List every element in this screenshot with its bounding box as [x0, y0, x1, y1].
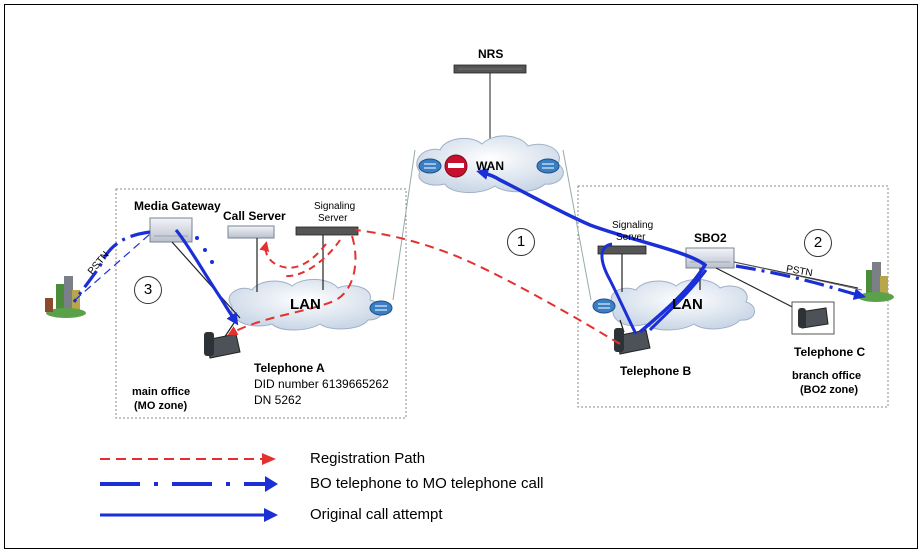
bo-lan-cloud — [610, 279, 755, 331]
media-gateway-label: Media Gateway — [134, 199, 221, 213]
mo-signaling-server-icon — [295, 226, 359, 236]
mo-zone-label-2: (MO zone) — [134, 400, 188, 412]
bo-signaling-label-1: Signaling — [612, 220, 654, 231]
legend-original-call: Original call attempt — [310, 506, 443, 523]
telephone-a-dn: DN 5262 — [254, 393, 302, 407]
telephone-c-icon — [791, 301, 835, 335]
sbo2-server-icon — [685, 247, 735, 269]
mo-lan-cloud — [228, 279, 383, 331]
call-server-label: Call Server — [223, 209, 286, 223]
diagram-frame — [4, 4, 918, 549]
step-2-badge: 2 — [804, 229, 832, 257]
telephone-a-did: DID number 6139665262 — [254, 377, 389, 391]
mo-building-icon — [45, 276, 86, 318]
blocked-stop-icon — [444, 154, 468, 178]
bo-lan-label: LAN — [672, 296, 703, 313]
mo-zone-label-1: main office — [132, 386, 191, 398]
nrs-label: NRS — [478, 47, 504, 61]
mo-lan-label: LAN — [290, 296, 321, 313]
bo-zone-label-2: (BO2 zone) — [800, 384, 859, 396]
wan-label: WAN — [476, 159, 504, 173]
main-office-zone — [115, 188, 407, 419]
bo-signaling-label-2: Server — [616, 232, 646, 243]
telephone-b-label: Telephone B — [620, 364, 692, 378]
sbo2-label: SBO2 — [694, 231, 727, 245]
mo-lan-router-icon — [369, 300, 393, 316]
telephone-a-icon — [204, 332, 241, 359]
telephone-c-label: Telephone C — [794, 345, 866, 359]
wan-router-right-icon — [536, 158, 560, 174]
bo-zone-label-1: branch office — [792, 370, 862, 382]
legend-bo-to-mo-call: BO telephone to MO telephone call — [310, 475, 544, 492]
step-1-badge: 1 — [507, 228, 535, 256]
bo-building-icon — [858, 262, 894, 302]
media-gateway-icon — [149, 217, 193, 243]
bo-lan-router-icon — [592, 298, 616, 314]
telephone-b-icon — [614, 328, 651, 355]
legend-registration-path: Registration Path — [310, 450, 426, 467]
telephone-a-label: Telephone A — [254, 361, 325, 375]
mo-signaling-label-2: Server — [318, 213, 348, 224]
step-3-badge: 3 — [134, 276, 162, 304]
mo-signaling-label-1: Signaling — [314, 201, 356, 212]
wan-router-left-icon — [418, 158, 442, 174]
nrs-server-icon — [453, 64, 527, 74]
call-server-icon — [227, 225, 275, 239]
